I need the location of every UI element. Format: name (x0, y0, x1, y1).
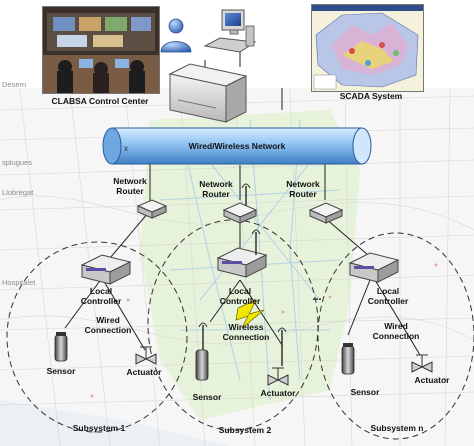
map-label-esplugues: splugues (2, 158, 33, 167)
router-2-icon (222, 183, 258, 224)
sensor-n-icon (341, 343, 355, 375)
map-label-hospitalet: Hospitalet (2, 278, 36, 287)
router-3-icon (308, 202, 344, 224)
actuator-n-icon (411, 354, 433, 373)
subsystem-2-boundary (147, 219, 319, 431)
scada-screenshot (311, 4, 424, 92)
ellipsis-label: ... (312, 291, 322, 303)
workstation-icon (203, 9, 257, 53)
control-center-photo (42, 6, 160, 94)
actuator-1-icon (135, 346, 157, 365)
subsystem-1-label: Subsystem 1 (72, 423, 126, 433)
map-label-llobregat: Llobregat (2, 188, 34, 197)
subsystem-n-label: Subsystem n (370, 423, 424, 433)
local-controller-2-icon (216, 229, 268, 278)
actuator-2-label: Actuator (260, 388, 296, 398)
subsystem-1-boundary (6, 241, 188, 433)
sensor-n-label: Sensor (350, 387, 380, 397)
actuator-n-label: Actuator (414, 375, 450, 385)
subsystem-2-label: Subsystem 2 (218, 425, 272, 435)
subsystem-n-boundary (317, 232, 474, 440)
network-label: Wired/Wireless Network (188, 141, 286, 151)
control-center-label: CLABSA Control Center (51, 96, 149, 106)
network-pipe: x (102, 127, 372, 165)
local-controller-1-icon (80, 254, 132, 285)
router-1-icon (136, 199, 168, 219)
local-controller-n-icon (348, 252, 400, 283)
sensor-1-icon (54, 332, 68, 362)
server-icon (168, 63, 248, 123)
scada-label: SCADA System (339, 91, 403, 101)
sensor-1-label: Sensor (46, 366, 76, 376)
sensor-2-label: Sensor (192, 392, 222, 402)
svg-text:x: x (124, 144, 128, 153)
wireless-lightning-icon (235, 299, 265, 329)
operator-person-icon (160, 18, 192, 53)
actuator-1-label: Actuator (126, 367, 162, 377)
actuator-2-icon (267, 327, 289, 386)
map-label-desern: Desern (2, 80, 27, 89)
sensor-2-icon (195, 322, 209, 381)
